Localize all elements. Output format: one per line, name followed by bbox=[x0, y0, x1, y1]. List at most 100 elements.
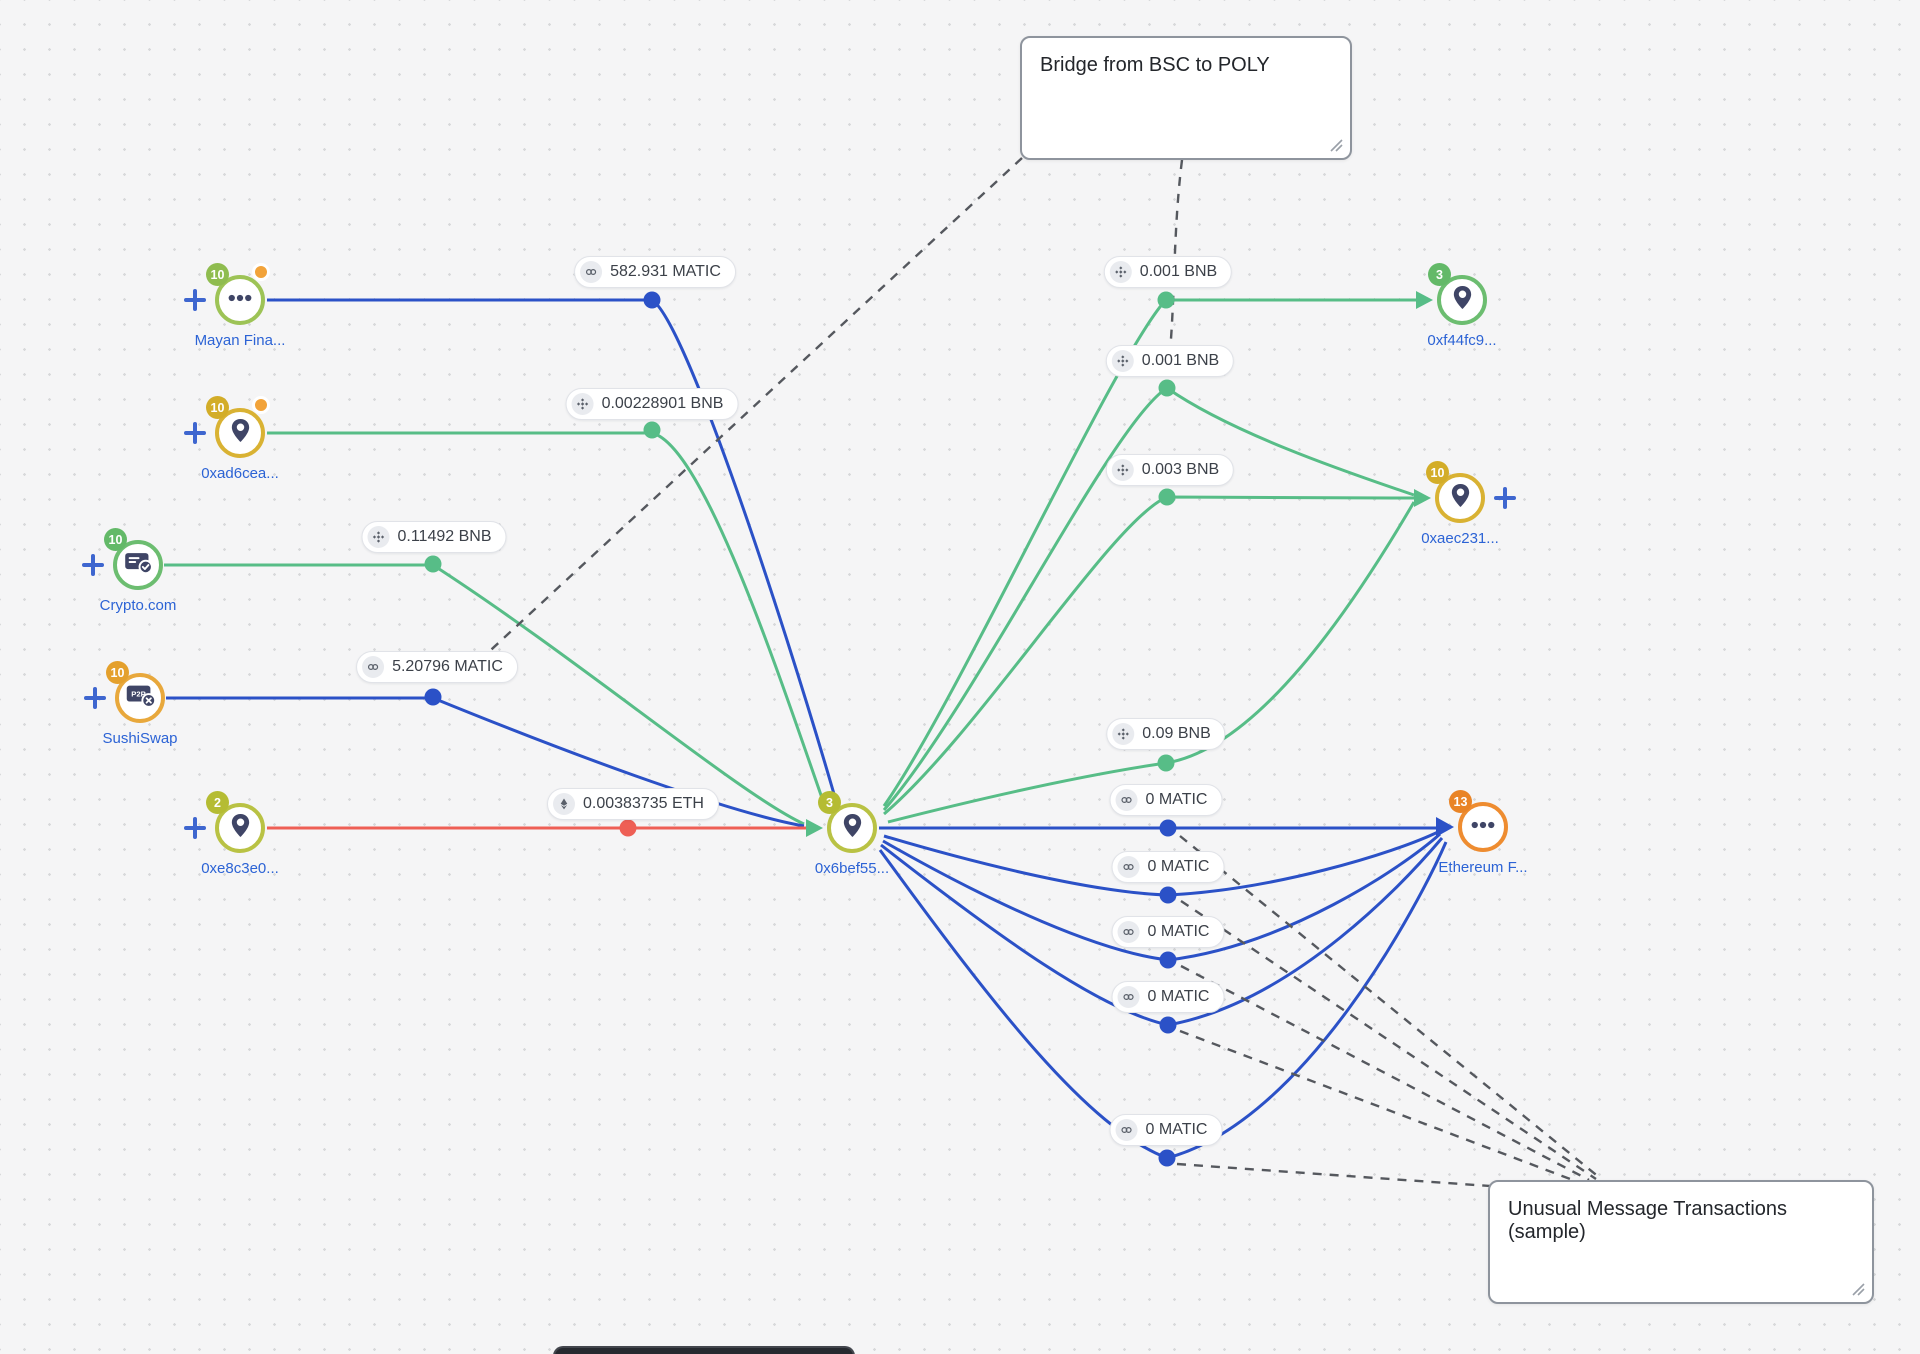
annotation-connector bbox=[1179, 1029, 1579, 1184]
node-bef: 3 0x6bef55... bbox=[815, 791, 889, 877]
node-circle-sushi[interactable]: P2P bbox=[115, 673, 165, 723]
resize-handle-icon[interactable] bbox=[1330, 139, 1343, 152]
edge-adcea-bef[interactable] bbox=[267, 431, 824, 799]
edge-amount-text: 0.00228901 BNB bbox=[601, 395, 724, 412]
eth-icon bbox=[553, 793, 576, 815]
annotation-box-unusual[interactable]: Unusual Message Transactions (sample) bbox=[1488, 1180, 1874, 1304]
edge-sushi-bef[interactable] bbox=[166, 696, 805, 828]
expand-plus-button[interactable] bbox=[82, 554, 104, 576]
edge-amount-pill-mayan-bef[interactable]: 582.931 MATIC bbox=[574, 256, 736, 288]
edge-waypoint-bef-ethf-4[interactable] bbox=[1159, 1016, 1177, 1034]
edge-waypoint-bef-f44[interactable] bbox=[1157, 291, 1175, 309]
resize-handle-icon[interactable] bbox=[1852, 1283, 1865, 1296]
node-label: 0x6bef55... bbox=[814, 860, 890, 877]
expand-plus-button[interactable] bbox=[184, 289, 206, 311]
edge-amount-pill-bef-aec-2[interactable]: 0.003 BNB bbox=[1105, 454, 1235, 486]
annotation-text: Unusual Message Transactions (sample) bbox=[1508, 1198, 1788, 1243]
edge-amount-pill-adcea-bef[interactable]: 0.00228901 BNB bbox=[565, 388, 739, 420]
edge-amount-pill-bef-aec-1[interactable]: 0.001 BNB bbox=[1105, 345, 1235, 377]
edge-waypoint-e8c3e0-bef[interactable] bbox=[619, 819, 637, 837]
annotation-connector bbox=[1180, 964, 1590, 1182]
edge-waypoint-bef-ethf-2[interactable] bbox=[1159, 886, 1177, 904]
pin-icon bbox=[839, 812, 866, 844]
edge-amount-pill-bef-f44[interactable]: 0.001 BNB bbox=[1103, 256, 1233, 288]
edge-amount-text: 0.003 BNB bbox=[1141, 461, 1220, 478]
edge-amount-text: 0 MATIC bbox=[1147, 988, 1210, 1005]
edge-amount-pill-e8c3e0-bef[interactable]: 0.00383735 ETH bbox=[547, 788, 719, 820]
expand-plus-button[interactable] bbox=[84, 687, 106, 709]
edge-bef-aec-2[interactable] bbox=[883, 495, 1415, 816]
node-label: 0xad6cea... bbox=[201, 465, 279, 482]
ellipsis-icon bbox=[225, 283, 255, 318]
matic-icon bbox=[1117, 921, 1140, 943]
edge-amount-pill-bef-ethf-1[interactable]: 0 MATIC bbox=[1109, 784, 1223, 816]
node-label: Mayan Fina... bbox=[194, 332, 286, 349]
p2p-icon: P2P bbox=[124, 681, 157, 715]
edge-waypoint-bef-ethf-3[interactable] bbox=[1159, 951, 1177, 969]
pin-icon bbox=[227, 812, 254, 844]
edge-bef-aec-1[interactable] bbox=[882, 386, 1415, 811]
matic-icon bbox=[1115, 789, 1138, 811]
edge-amount-pill-bef-aec-3[interactable]: 0.09 BNB bbox=[1106, 718, 1226, 750]
edge-amount-text: 0.11492 BNB bbox=[397, 528, 492, 545]
edge-mayan-bef[interactable] bbox=[267, 298, 836, 795]
node-badge-count: 10 bbox=[206, 263, 229, 286]
edge-amount-text: 582.931 MATIC bbox=[610, 263, 721, 280]
edge-waypoint-bef-ethf-5[interactable] bbox=[1158, 1149, 1176, 1167]
expand-plus-button[interactable] bbox=[184, 422, 206, 444]
expand-plus-button[interactable] bbox=[184, 817, 206, 839]
edge-waypoint-crypto-bef[interactable] bbox=[424, 555, 442, 573]
pin-icon bbox=[227, 417, 254, 449]
matic-icon bbox=[362, 656, 385, 678]
bnb-icon bbox=[1111, 350, 1134, 372]
matic-icon bbox=[1117, 986, 1140, 1008]
pin-icon bbox=[1449, 284, 1476, 316]
edge-waypoint-sushi-bef[interactable] bbox=[424, 688, 442, 706]
edge-arrowhead-icon bbox=[806, 819, 823, 837]
annotation-text: Bridge from BSC to POLY bbox=[1040, 54, 1270, 76]
edge-waypoint-mayan-bef[interactable] bbox=[643, 291, 661, 309]
edge-amount-text: 0.00383735 ETH bbox=[583, 795, 704, 812]
edge-waypoint-adcea-bef[interactable] bbox=[643, 421, 661, 439]
edge-amount-pill-bef-ethf-3[interactable]: 0 MATIC bbox=[1111, 916, 1225, 948]
matic-icon bbox=[580, 261, 603, 283]
edge-waypoint-bef-ethf-1[interactable] bbox=[1159, 819, 1177, 837]
edge-amount-text: 5.20796 MATIC bbox=[392, 658, 503, 675]
edge-amount-pill-sushi-bef[interactable]: 5.20796 MATIC bbox=[356, 651, 518, 683]
annotation-box-bridge[interactable]: Bridge from BSC to POLY bbox=[1020, 36, 1352, 160]
expand-plus-button[interactable] bbox=[1494, 487, 1516, 509]
edge-amount-pill-bef-ethf-2[interactable]: 0 MATIC bbox=[1111, 851, 1225, 883]
node-label: SushiSwap bbox=[102, 730, 178, 747]
ellipsis-icon bbox=[1468, 810, 1498, 845]
bnb-icon bbox=[1111, 459, 1134, 481]
edge-waypoint-bef-aec-3[interactable] bbox=[1157, 754, 1175, 772]
edge-amount-text: 0.001 BNB bbox=[1141, 352, 1220, 369]
edge-bef-f44[interactable] bbox=[882, 298, 1416, 807]
exchange-icon bbox=[123, 549, 154, 581]
edge-amount-pill-crypto-bef[interactable]: 0.11492 BNB bbox=[361, 521, 507, 553]
edge-waypoint-bef-aec-2[interactable] bbox=[1158, 488, 1176, 506]
bnb-icon bbox=[1109, 261, 1132, 283]
annotation-connector bbox=[1176, 1162, 1519, 1190]
svg-text:P2P: P2P bbox=[131, 689, 146, 698]
node-label: Crypto.com bbox=[99, 597, 177, 614]
edge-amount-text: 0 MATIC bbox=[1147, 923, 1210, 940]
node-badge-count: 10 bbox=[106, 661, 129, 684]
annotation-connector bbox=[465, 157, 1023, 674]
node-badge-count: 10 bbox=[206, 396, 229, 419]
node-adcea: 10 0xad6cea... bbox=[184, 396, 279, 482]
edge-crypto-bef[interactable] bbox=[164, 563, 805, 826]
edge-arrowhead-icon bbox=[1436, 817, 1454, 837]
bottom-toolbar[interactable] bbox=[553, 1346, 855, 1354]
edge-waypoint-bef-aec-1[interactable] bbox=[1158, 379, 1176, 397]
node-badge-count: 2 bbox=[206, 791, 229, 814]
node-label: Ethereum F... bbox=[1438, 859, 1528, 876]
edge-amount-pill-bef-ethf-4[interactable]: 0 MATIC bbox=[1111, 981, 1225, 1013]
matic-icon bbox=[1117, 856, 1140, 878]
edge-amount-pill-bef-ethf-5[interactable]: 0 MATIC bbox=[1109, 1114, 1223, 1146]
node-badge-count: 3 bbox=[818, 791, 841, 814]
